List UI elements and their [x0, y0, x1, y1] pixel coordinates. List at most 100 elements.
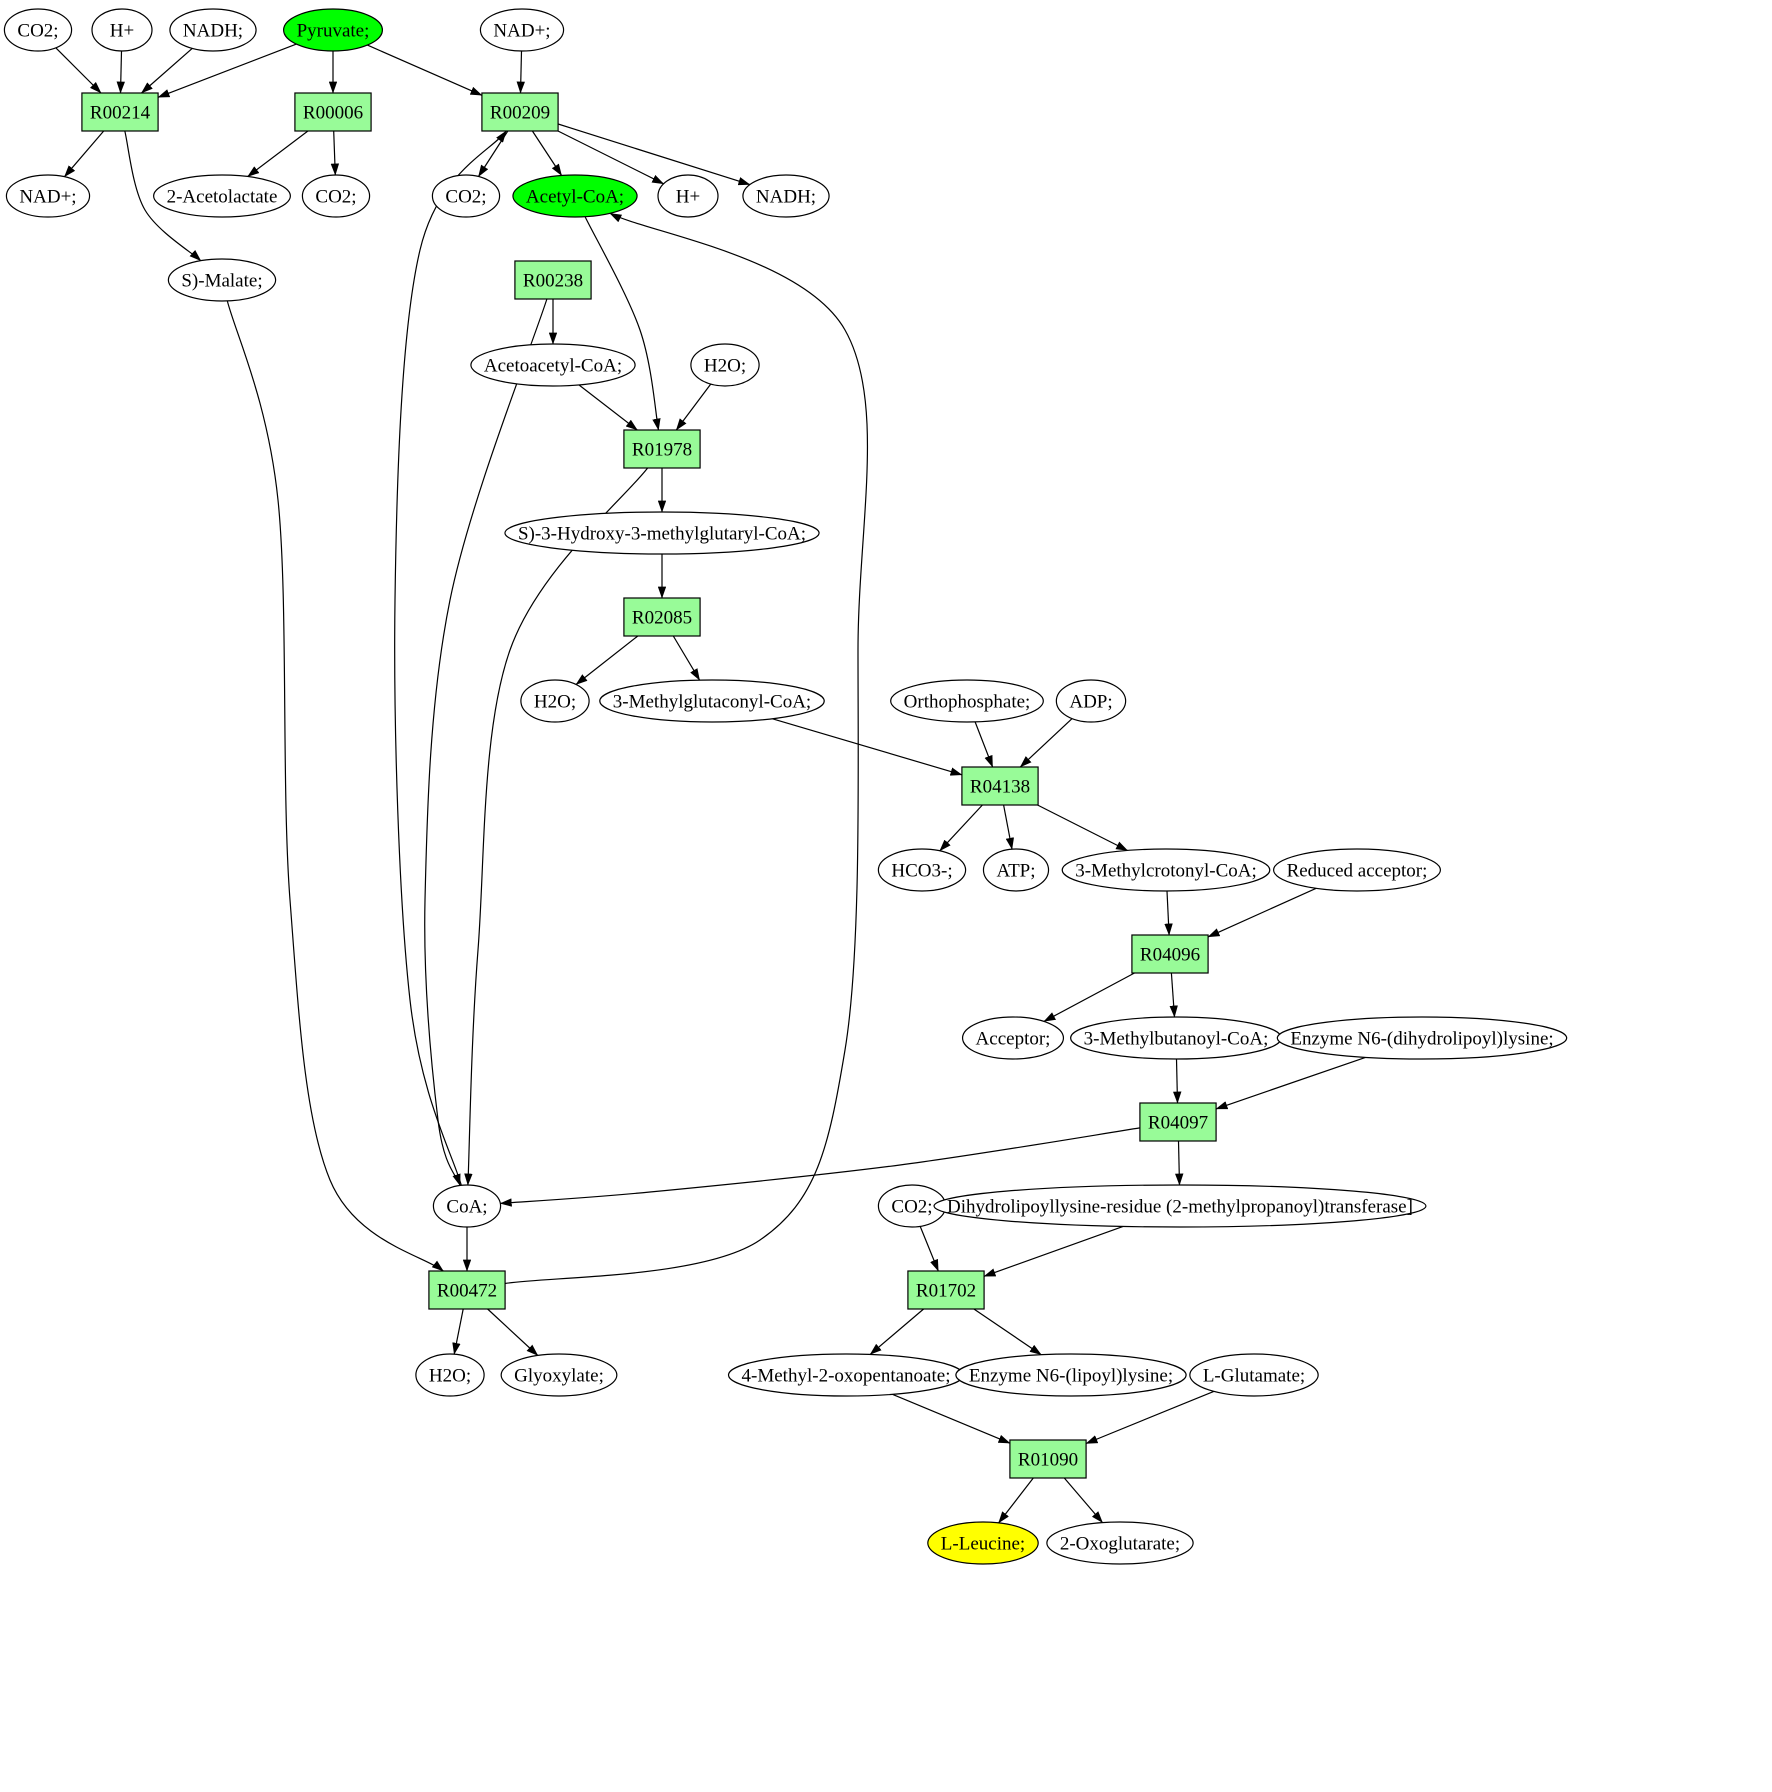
node-label: Acceptor;: [976, 1029, 1051, 1050]
edge-R04138-to-atp: [1003, 804, 1014, 850]
node-label: Orthophosphate;: [904, 692, 1031, 713]
metabolite-node-mccoa: 3-Methylcrotonyl-CoA;: [1061, 848, 1271, 892]
node-label: R00472: [437, 1281, 497, 1302]
metabolite-ellipse: [1189, 1353, 1319, 1397]
edge-R00006-to-co2_b: [330, 130, 340, 176]
node-label: NAD+;: [493, 21, 550, 42]
node-label: R00209: [490, 103, 550, 124]
metabolite-node-nadh_a: NADH;: [169, 8, 257, 52]
metabolite-ellipse: [599, 679, 825, 723]
reaction-box: [623, 429, 701, 469]
metabolite-ellipse: [877, 848, 967, 892]
edge-adp-to-R04138: [1019, 718, 1073, 768]
metabolite-ellipse: [512, 174, 638, 218]
reaction-box: [1009, 1439, 1087, 1479]
edge-mccoa-to-R04096: [1164, 890, 1173, 936]
edge-R04096-to-acceptor: [1043, 972, 1135, 1022]
metabolite-node-acetolactate: 2-Acetolactate: [153, 174, 291, 218]
node-label: CO2;: [891, 1197, 932, 1218]
node-label: 3-Methylcrotonyl-CoA;: [1075, 861, 1257, 882]
reaction-box: [1139, 1102, 1217, 1142]
reaction-node-R00209: R00209: [481, 92, 559, 132]
node-label: Reduced acceptor;: [1287, 861, 1428, 882]
edges-layer: [55, 43, 1366, 1524]
edge-R04097-to-coa: [499, 1127, 1140, 1207]
metabolite-ellipse: [520, 679, 590, 723]
metabolite-ellipse: [1276, 1016, 1568, 1060]
edge-acetylcoa-to-R01978: [584, 216, 661, 431]
node-label: H2O;: [534, 692, 576, 713]
node-label: 3-Methylbutanoyl-CoA;: [1084, 1029, 1269, 1050]
metabolite-node-atp: ATP;: [982, 848, 1050, 892]
metabolite-node-nadplus_b: NAD+;: [5, 174, 91, 218]
reaction-box: [961, 766, 1039, 806]
node-label: L-Glutamate;: [1203, 1366, 1305, 1387]
edge-hplus_a-to-R00214: [116, 50, 125, 94]
node-label: H2O;: [429, 1366, 471, 1387]
metabolite-node-acetylcoa: Acetyl-CoA;: [512, 174, 638, 218]
node-label: ADP;: [1069, 692, 1112, 713]
metabolite-ellipse: [432, 1184, 502, 1228]
edge-mop-to-R01090: [892, 1393, 1011, 1444]
metabolite-ellipse: [470, 343, 636, 387]
metabolite-node-malate: S)-Malate;: [167, 258, 277, 302]
edge-R01702-to-mop: [869, 1308, 924, 1355]
edge-R04138-to-hco3: [939, 804, 983, 852]
edge-R00209-to-acetylcoa: [531, 130, 563, 177]
node-label: R04138: [970, 777, 1030, 798]
node-label: H+: [110, 21, 134, 42]
metabolite-node-hplus_b: H+: [657, 174, 719, 218]
edge-h2o_a-to-R01978: [675, 383, 712, 431]
metabolite-node-co2_a: CO2;: [3, 8, 73, 52]
edge-malate-to-R00472: [226, 300, 444, 1272]
metabolite-node-enzdihydro: Enzyme N6-(dihydrolipoyl)lysine;: [1276, 1016, 1568, 1060]
node-label: ATP;: [996, 861, 1035, 882]
metabolite-ellipse: [961, 1016, 1065, 1060]
node-label: Dihydrolipoyllysine-residue (2-methylpro…: [947, 1197, 1413, 1218]
reaction-node-R04096: R04096: [1131, 934, 1209, 974]
metabolite-node-h2o_b: H2O;: [520, 679, 590, 723]
edge-redacceptor-to-R04096: [1207, 887, 1317, 938]
metabolite-ellipse: [479, 8, 565, 52]
edge-R04138-to-mccoa: [1037, 804, 1129, 852]
reaction-node-R01702: R01702: [907, 1270, 985, 1310]
node-label: HCO3-;: [891, 861, 952, 882]
metabolite-node-mgcoa: 3-Methylglutaconyl-CoA;: [599, 679, 825, 723]
metabolite-node-glutamate: L-Glutamate;: [1189, 1353, 1319, 1397]
metabolite-node-leucine: L-Leucine;: [927, 1521, 1039, 1565]
edge-R04096-to-mbcoa: [1169, 972, 1178, 1018]
metabolite-ellipse: [282, 8, 384, 52]
reaction-node-R02085: R02085: [623, 597, 701, 637]
node-label: NAD+;: [19, 187, 76, 208]
metabolite-ellipse: [153, 174, 291, 218]
edge-R04097-to-dihydrolip: [1175, 1140, 1184, 1186]
metabolite-node-dihydrolip: Dihydrolipoyllysine-residue (2-methylpro…: [933, 1184, 1427, 1228]
metabolite-node-orthophosphate: Orthophosphate;: [890, 679, 1044, 723]
edge-coa-to-R00209: [394, 130, 507, 1186]
metabolite-node-acceptor: Acceptor;: [961, 1016, 1065, 1060]
node-label: R04096: [1140, 945, 1200, 966]
edge-R00209-to-hplus_b: [557, 130, 665, 185]
metabolite-node-hplus_a: H+: [91, 8, 153, 52]
edge-R00472-to-h2o_c: [452, 1308, 464, 1355]
metabolite-node-co2_b: CO2;: [301, 174, 371, 218]
metabolite-node-redacceptor: Reduced acceptor;: [1272, 848, 1442, 892]
metabolite-ellipse: [933, 1184, 1427, 1228]
metabolite-node-hmgcoa: S)-3-Hydroxy-3-methylglutaryl-CoA;: [504, 511, 820, 555]
node-label: 3-Methylglutaconyl-CoA;: [613, 692, 811, 713]
edge-R00209-to-co2_c: [477, 130, 509, 178]
node-label: CO2;: [315, 187, 356, 208]
reaction-node-R00006: R00006: [294, 92, 372, 132]
edge-R00209-to-nadh_b: [557, 123, 751, 186]
node-label: S)-Malate;: [181, 271, 262, 292]
reaction-box: [907, 1270, 985, 1310]
edge-enzdihydro-to-R04097: [1215, 1056, 1366, 1110]
metabolite-ellipse: [500, 1353, 618, 1397]
metabolite-ellipse: [982, 848, 1050, 892]
node-label: S)-3-Hydroxy-3-methylglutaryl-CoA;: [518, 524, 806, 545]
node-label: Enzyme N6-(lipoyl)lysine;: [969, 1366, 1173, 1387]
edge-glutamate-to-R01090: [1085, 1390, 1215, 1445]
